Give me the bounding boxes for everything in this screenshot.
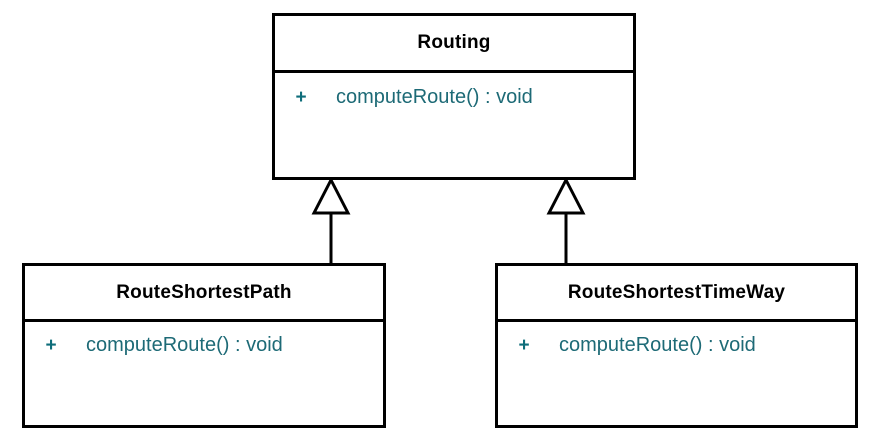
operations-compartment-route-shortest-path: + computeRoute() : void bbox=[25, 322, 383, 425]
operation-row[interactable]: + computeRoute() : void bbox=[509, 334, 756, 357]
visibility-marker-public: + bbox=[518, 334, 530, 356]
hollow-triangle-arrowhead-icon bbox=[311, 176, 351, 215]
operation-signature: computeRoute() : void bbox=[559, 334, 756, 356]
operation-row[interactable]: + computeRoute() : void bbox=[36, 334, 283, 357]
class-compartment-divider bbox=[275, 70, 633, 73]
operation-signature: computeRoute() : void bbox=[86, 334, 283, 356]
generalization-edge-route-shortest-time-way-to-routing[interactable] bbox=[535, 176, 599, 268]
generalization-edge-route-shortest-path-to-routing[interactable] bbox=[300, 176, 364, 268]
operation-row[interactable]: + computeRoute() : void bbox=[286, 86, 533, 109]
class-box-routing[interactable]: Routing + computeRoute() : void bbox=[272, 13, 636, 180]
class-compartment-divider bbox=[498, 319, 855, 322]
class-compartment-divider bbox=[25, 319, 383, 322]
class-box-route-shortest-time-way[interactable]: RouteShortestTimeWay + computeRoute() : … bbox=[495, 263, 858, 428]
operation-signature: computeRoute() : void bbox=[336, 86, 533, 108]
operations-compartment-routing: + computeRoute() : void bbox=[275, 73, 633, 177]
operations-compartment-route-shortest-time-way: + computeRoute() : void bbox=[498, 322, 855, 425]
class-name-routing: Routing bbox=[417, 32, 491, 53]
class-box-route-shortest-path[interactable]: RouteShortestPath + computeRoute() : voi… bbox=[22, 263, 386, 428]
visibility-marker-public: + bbox=[45, 334, 57, 356]
class-name-route-shortest-path: RouteShortestPath bbox=[116, 281, 292, 303]
class-name-route-shortest-time-way: RouteShortestTimeWay bbox=[567, 281, 786, 303]
hollow-triangle-arrowhead-icon bbox=[546, 176, 586, 215]
visibility-marker-public: + bbox=[295, 86, 307, 108]
